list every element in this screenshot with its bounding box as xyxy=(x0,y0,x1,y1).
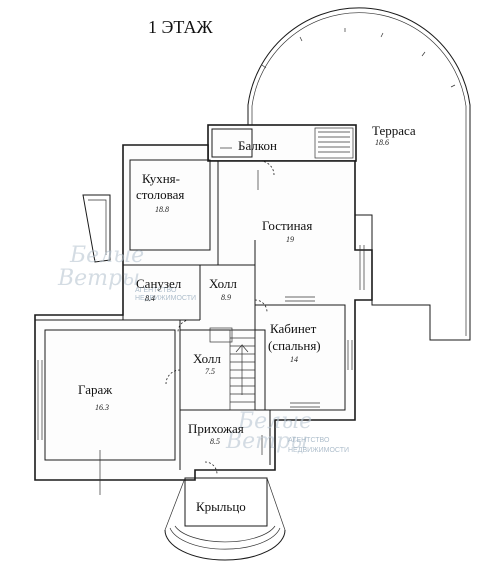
watermark-agency-4: НЕДВИЖИМОСТИ xyxy=(288,447,349,454)
staircase xyxy=(209,327,256,411)
room-bathroom-label: Санузел xyxy=(136,276,182,291)
doors xyxy=(165,160,275,475)
room-garage-area: 16.3 xyxy=(95,403,109,412)
room-entrance-label: Прихожая xyxy=(188,421,244,436)
room-garage-label: Гараж xyxy=(78,382,113,397)
room-cabinet-label-1: Кабинет xyxy=(270,321,317,336)
watermark-logo-4: Ветры xyxy=(225,429,308,454)
room-living-area: 19 xyxy=(286,235,294,244)
terrace-railing xyxy=(261,28,456,88)
room-hall-lower-label: Холл xyxy=(193,351,221,366)
terrace-outline xyxy=(247,7,471,341)
room-hall-upper-area: 8.9 xyxy=(221,293,231,302)
porch xyxy=(164,477,286,561)
room-porch-label: Крыльцо xyxy=(196,499,246,514)
watermark-agency-2: НЕДВИЖИМОСТИ xyxy=(135,295,196,302)
watermark-logo-3: Белые xyxy=(237,409,312,434)
floor-title: 1 ЭТАЖ xyxy=(148,17,213,37)
room-balcony-label: Балкон xyxy=(238,138,277,153)
balcony-area xyxy=(207,124,357,162)
room-hall-upper-label: Холл xyxy=(209,276,237,291)
room-kitchen-area: 18.8 xyxy=(155,205,169,214)
room-cabinet-label-2: (спальня) xyxy=(268,338,321,353)
room-kitchen-label-1: Кухня- xyxy=(142,171,180,186)
watermark: Белые Ветры АГЕНТСТВО НЕДВИЖИМОСТИ Белые… xyxy=(57,243,349,454)
room-entrance-area: 8.5 xyxy=(210,437,220,446)
watermark-logo-1: Белые xyxy=(69,243,144,268)
room-living-label: Гостиная xyxy=(262,218,312,233)
room-bathroom-area: 8.4 xyxy=(145,294,155,303)
windows xyxy=(37,147,365,440)
room-terrace-label: Терраса xyxy=(372,123,416,138)
room-terrace-area: 18.6 xyxy=(375,138,389,147)
room-cabinet-area: 14 xyxy=(290,355,298,364)
watermark-agency-1: АГЕНТСТВО xyxy=(135,287,177,294)
watermark-logo-2: Ветры xyxy=(57,266,140,291)
room-hall-lower-area: 7.5 xyxy=(205,367,215,376)
house-outer-wall xyxy=(34,144,373,481)
room-kitchen-label-2: столовая xyxy=(136,187,184,202)
watermark-agency-3: АГЕНТСТВО xyxy=(288,437,330,444)
